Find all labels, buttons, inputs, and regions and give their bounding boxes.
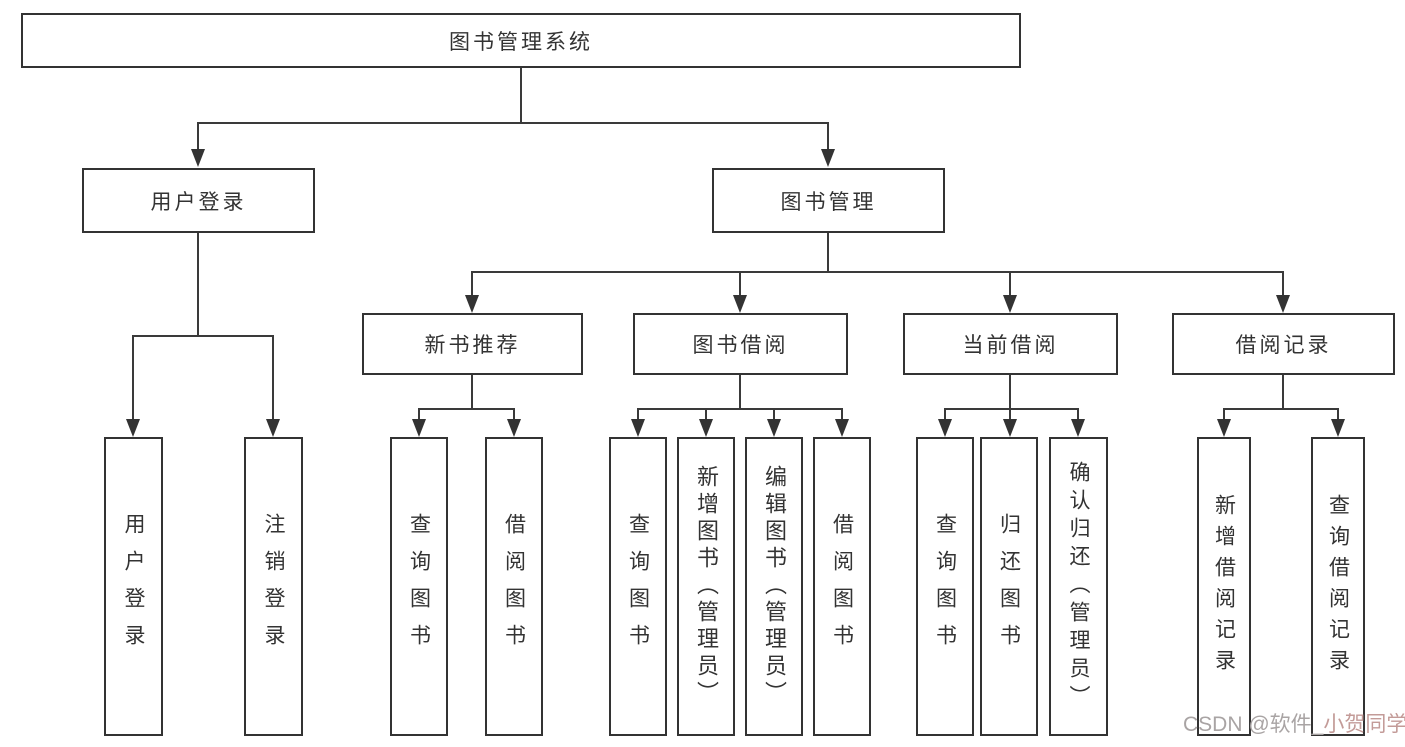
- node-book-borrow: 图书借阅: [633, 313, 848, 375]
- arrow-down-icon: [1217, 419, 1231, 437]
- connector-vline: [1009, 408, 1011, 422]
- node-user-login: 用户登录: [82, 168, 315, 233]
- node-root: 图书管理系统: [21, 13, 1021, 68]
- connector-vline: [1282, 375, 1284, 410]
- arrow-down-icon: [767, 419, 781, 437]
- arrow-down-icon: [631, 419, 645, 437]
- leaf-br-add-record-label: 新增借阅记录: [1212, 493, 1236, 680]
- arrow-down-icon: [191, 149, 205, 167]
- leaf-logout: 注销登录: [244, 437, 303, 736]
- connector-hline: [471, 271, 1284, 273]
- arrow-down-icon: [1003, 419, 1017, 437]
- node-current-borrow: 当前借阅: [903, 313, 1118, 375]
- node-borrow-records: 借阅记录: [1172, 313, 1395, 375]
- watermark-prefix: CSDN @软件_: [1183, 713, 1324, 736]
- leaf-nb-query-books: 查询图书: [390, 437, 448, 736]
- connector-vline: [739, 375, 741, 410]
- leaf-cb-query-books-label: 查询图书: [933, 512, 957, 661]
- arrow-down-icon: [1003, 295, 1017, 313]
- leaf-br-add-record: 新增借阅记录: [1197, 437, 1251, 736]
- leaf-bb-edit-books-admin: 编辑图书（管理员）: [745, 437, 803, 736]
- connector-hline: [944, 408, 1079, 410]
- connector-vline: [1337, 408, 1339, 422]
- arrow-down-icon: [938, 419, 952, 437]
- leaf-br-query-record-label: 查询借阅记录: [1326, 493, 1350, 680]
- connector-vline: [1009, 271, 1011, 297]
- leaf-bb-add-books-admin: 新增图书（管理员）: [677, 437, 735, 736]
- node-book-management-label: 图书管理: [780, 190, 877, 214]
- node-new-book-recommend-label: 新书推荐: [424, 334, 521, 357]
- connector-vline: [471, 375, 473, 410]
- arrow-down-icon: [126, 419, 140, 437]
- leaf-bb-edit-books-admin-label: 编辑图书（管理员）: [762, 465, 787, 708]
- connector-hline: [418, 408, 515, 410]
- connector-vline: [841, 408, 843, 422]
- arrow-down-icon: [733, 295, 747, 313]
- connector-hline: [197, 122, 829, 124]
- connector-vline: [1009, 375, 1011, 410]
- connector-vline: [637, 408, 639, 422]
- node-book-borrow-label: 图书借阅: [692, 334, 789, 357]
- connector-vline: [1223, 408, 1225, 422]
- leaf-bb-borrow-books: 借阅图书: [813, 437, 871, 736]
- arrow-down-icon: [465, 295, 479, 313]
- arrow-down-icon: [1071, 419, 1085, 437]
- connector-hline: [637, 408, 843, 410]
- node-new-book-recommend: 新书推荐: [362, 313, 583, 375]
- connector-vline: [827, 122, 829, 152]
- arrow-down-icon: [266, 419, 280, 437]
- connector-vline: [513, 408, 515, 422]
- arrow-down-icon: [821, 149, 835, 167]
- connector-vline: [418, 408, 420, 422]
- arrow-down-icon: [1276, 295, 1290, 313]
- connector-vline: [471, 271, 473, 297]
- connector-vline: [1282, 271, 1284, 297]
- leaf-bb-borrow-books-label: 借阅图书: [830, 512, 854, 661]
- connector-hline: [1223, 408, 1339, 410]
- leaf-nb-borrow-books-label: 借阅图书: [502, 512, 526, 661]
- leaf-bb-query-books-label: 查询图书: [626, 512, 650, 661]
- leaf-nb-borrow-books: 借阅图书: [485, 437, 543, 736]
- connector-hline: [132, 335, 274, 337]
- connector-vline: [1077, 408, 1079, 422]
- watermark: CSDN @软件_小贺同学: [1183, 708, 1405, 738]
- leaf-cb-confirm-return-admin: 确认归还（管理员）: [1049, 437, 1108, 736]
- leaf-br-query-record: 查询借阅记录: [1311, 437, 1365, 736]
- leaf-cb-query-books: 查询图书: [916, 437, 974, 736]
- connector-vline: [132, 335, 134, 421]
- arrow-down-icon: [412, 419, 426, 437]
- connector-vline: [827, 233, 829, 273]
- arrow-down-icon: [1331, 419, 1345, 437]
- node-user-login-label: 用户登录: [150, 190, 247, 214]
- node-book-management: 图书管理: [712, 168, 945, 233]
- leaf-cb-return-books: 归还图书: [980, 437, 1038, 736]
- connector-vline: [197, 233, 199, 337]
- node-borrow-records-label: 借阅记录: [1235, 334, 1332, 357]
- leaf-cb-return-books-label: 归还图书: [997, 512, 1021, 661]
- leaf-bb-add-books-admin-label: 新增图书（管理员）: [694, 465, 719, 708]
- watermark-username: 小贺同学: [1323, 713, 1405, 736]
- leaf-bb-query-books: 查询图书: [609, 437, 667, 736]
- node-current-borrow-label: 当前借阅: [962, 334, 1059, 357]
- arrow-down-icon: [699, 419, 713, 437]
- leaf-logout-label: 注销登录: [262, 512, 285, 661]
- connector-vline: [197, 122, 199, 152]
- connector-vline: [520, 68, 522, 124]
- connector-vline: [773, 408, 775, 422]
- arrow-down-icon: [835, 419, 849, 437]
- connector-vline: [705, 408, 707, 422]
- leaf-cb-confirm-return-admin-label: 确认归还（管理员）: [1067, 460, 1090, 713]
- connector-vline: [944, 408, 946, 422]
- node-root-label: 图书管理系统: [449, 30, 593, 54]
- leaf-user-login-label: 用户登录: [122, 512, 145, 661]
- connector-vline: [739, 271, 741, 297]
- arrow-down-icon: [507, 419, 521, 437]
- connector-vline: [272, 335, 274, 421]
- leaf-user-login: 用户登录: [104, 437, 163, 736]
- leaf-nb-query-books-label: 查询图书: [407, 512, 431, 661]
